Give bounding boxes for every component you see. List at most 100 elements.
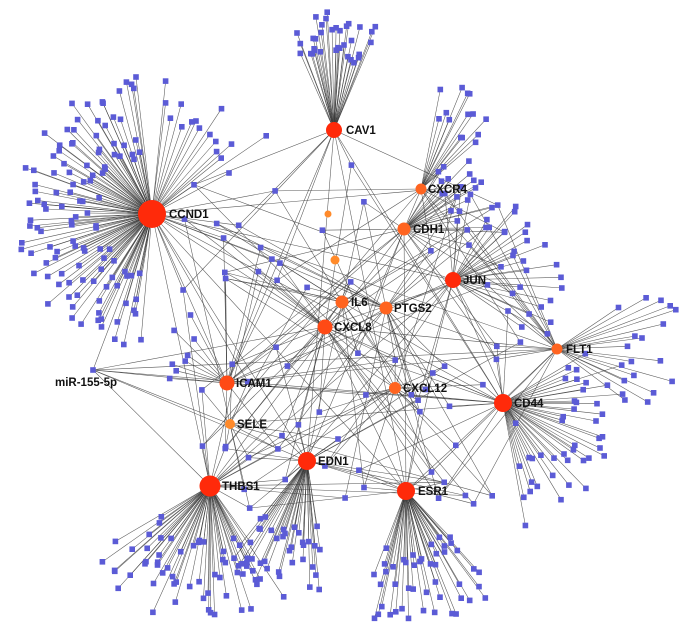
mirna-node xyxy=(205,607,212,613)
edge xyxy=(556,348,634,376)
edge xyxy=(556,348,626,401)
edge xyxy=(405,490,453,614)
mirna-node xyxy=(521,494,527,501)
mirna-node xyxy=(280,526,287,533)
edge xyxy=(226,382,366,396)
mirna-node xyxy=(98,316,105,322)
edge xyxy=(102,101,153,215)
mirna-node xyxy=(213,148,220,155)
mirna-node xyxy=(510,252,516,259)
mirna-node xyxy=(249,556,255,562)
edge xyxy=(452,194,471,281)
mirna-node xyxy=(405,615,412,622)
mirna-node xyxy=(70,181,76,188)
mirna-node xyxy=(512,203,519,210)
mirna-node xyxy=(19,240,25,246)
edge xyxy=(226,284,488,384)
mirna-node xyxy=(475,131,481,138)
mirna-node xyxy=(383,568,389,575)
mirna-node xyxy=(181,216,188,222)
edge xyxy=(341,301,484,385)
mirna-node xyxy=(392,581,398,587)
mirna-node xyxy=(66,294,72,300)
mirna-node xyxy=(250,568,256,574)
edge xyxy=(274,190,343,303)
edge xyxy=(71,103,153,215)
mirna-node xyxy=(432,561,439,568)
edge xyxy=(53,172,153,215)
mirna-node xyxy=(186,583,193,590)
mirna-node xyxy=(74,116,81,123)
mirna-node xyxy=(34,225,41,231)
mirna-node xyxy=(238,607,245,613)
mirna-node xyxy=(483,116,489,122)
edge xyxy=(502,402,542,456)
edge xyxy=(225,448,308,462)
mirna-node xyxy=(309,51,315,57)
edge xyxy=(405,490,427,593)
edge xyxy=(315,16,335,131)
mirna-node-layer xyxy=(18,9,679,622)
edge xyxy=(405,490,445,553)
edge xyxy=(403,228,505,233)
mirna-node xyxy=(599,411,606,417)
mirna-node xyxy=(433,550,440,557)
mirna-node xyxy=(527,488,533,495)
edge xyxy=(300,53,335,131)
mirna-node xyxy=(405,585,412,591)
mirna-node xyxy=(470,501,477,507)
mirna-node xyxy=(393,609,399,615)
edge xyxy=(403,171,439,230)
mirna-node xyxy=(420,607,427,614)
edge xyxy=(394,384,483,389)
mirna-node xyxy=(324,9,330,15)
gene-node-il6 xyxy=(335,295,349,309)
mirna-node xyxy=(371,615,378,622)
edge xyxy=(403,178,449,230)
mirna-node xyxy=(277,260,283,266)
edge xyxy=(333,59,352,131)
mirna-node xyxy=(70,140,76,146)
mirna-node xyxy=(447,534,453,540)
mirna-node xyxy=(101,255,107,261)
mirna-node xyxy=(667,303,673,309)
mirna-node xyxy=(348,37,355,44)
mirna-node xyxy=(519,324,525,330)
edge xyxy=(248,457,308,462)
edge xyxy=(260,460,308,564)
edge xyxy=(209,228,405,487)
mirna-node xyxy=(517,284,523,290)
mirna-node xyxy=(483,224,489,231)
mirna-node xyxy=(190,542,197,549)
mirna-node xyxy=(631,372,637,379)
mirna-node xyxy=(604,382,611,388)
edge xyxy=(405,490,457,615)
mirna-node xyxy=(314,523,320,530)
edge xyxy=(452,251,515,281)
mirna-node xyxy=(254,581,260,588)
mirna-node xyxy=(453,442,459,449)
mirna-node xyxy=(172,599,179,605)
edge xyxy=(333,56,349,131)
mirna-node xyxy=(69,315,75,321)
mirna-node xyxy=(464,197,471,203)
edge xyxy=(209,485,221,578)
gene-node-cd44 xyxy=(494,394,512,412)
edge xyxy=(47,213,153,277)
mirna-node xyxy=(269,256,275,262)
edge xyxy=(289,460,308,551)
edge xyxy=(40,213,153,232)
edge xyxy=(395,490,407,612)
edge xyxy=(405,445,456,492)
mirna-node xyxy=(45,301,51,307)
mirna-node xyxy=(268,527,275,534)
edge xyxy=(306,365,445,462)
edge xyxy=(420,93,468,190)
edge xyxy=(403,228,497,360)
edge xyxy=(341,204,498,303)
edge xyxy=(276,188,422,281)
mirna-node xyxy=(466,242,472,248)
edge xyxy=(248,387,396,458)
edge xyxy=(119,90,153,215)
mirna-node xyxy=(347,279,354,285)
